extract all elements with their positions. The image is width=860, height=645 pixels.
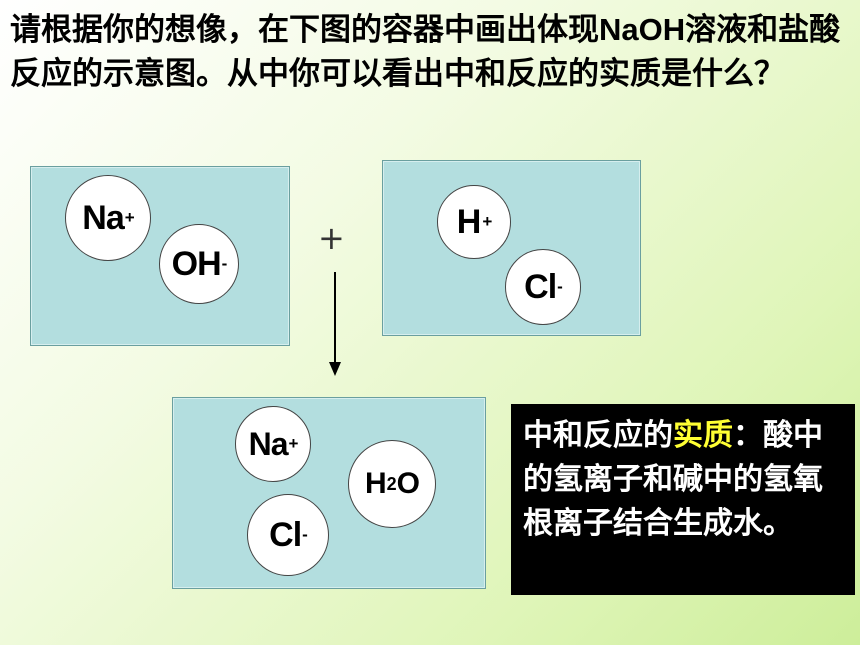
conclusion-colon: ： (733, 418, 763, 453)
question-part-2: 溶液和盐酸反应的示意图。从中你可以看出中和反应的实质是什么？ (10, 12, 841, 92)
beaker-naoh: Na+ OH- (30, 166, 290, 346)
ion-na-plus: Na+ (65, 175, 151, 261)
ion-cl-minus-result: Cl- (247, 494, 329, 576)
beaker-hcl: H+ Cl- (382, 160, 641, 336)
question-text: 请根据你的想像，在下图的容器中画出体现NaOH溶液和盐酸反应的示意图。从中你可以… (10, 8, 850, 96)
conclusion-highlight: 实质 (673, 418, 733, 453)
plus-sign: + (318, 219, 345, 257)
conclusion-body: 酸中的氢离子和碱中的氢氧根离子结合生成水。 (523, 418, 823, 541)
ion-oh-minus: OH- (159, 224, 239, 304)
question-naoh: NaOH (599, 12, 686, 47)
conclusion-prefix: 中和反应的 (523, 418, 673, 453)
ion-na-plus-result: Na+ (235, 406, 311, 482)
question-part-1: 请根据你的想像，在下图的容器中画出体现 (10, 12, 599, 48)
conclusion-box: 中和反应的实质：酸中的氢离子和碱中的氢氧根离子结合生成水。 (511, 404, 855, 595)
down-arrow-icon (329, 272, 341, 376)
ion-cl-minus: Cl- (505, 249, 581, 325)
ion-h-plus: H+ (437, 185, 511, 259)
